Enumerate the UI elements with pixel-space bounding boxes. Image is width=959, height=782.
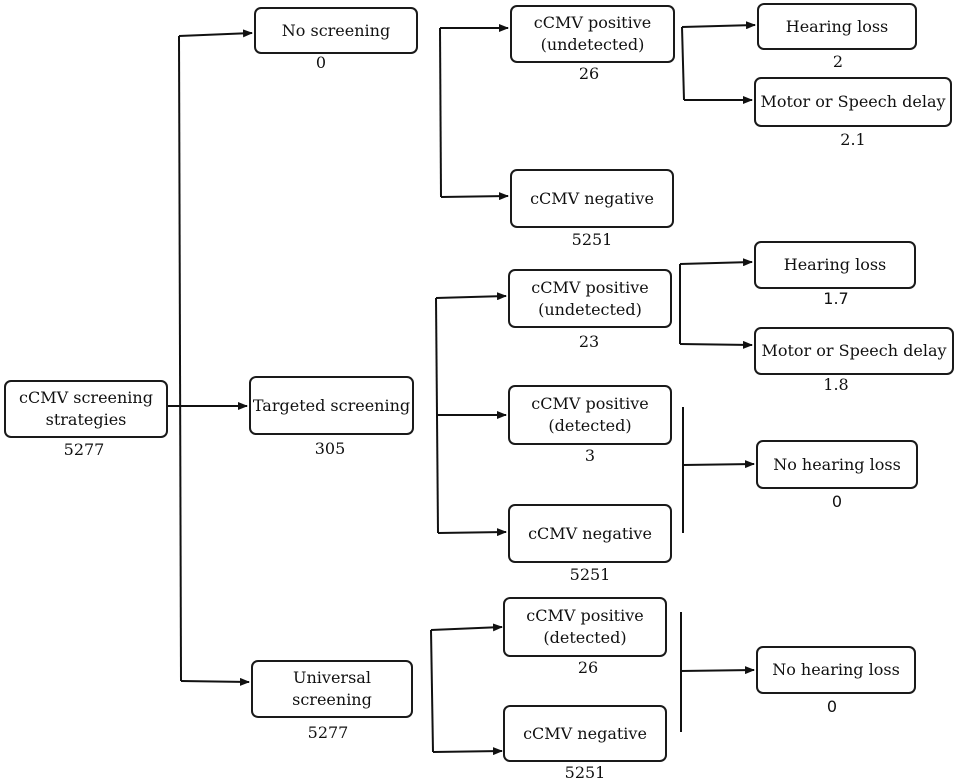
- ns-positive-line-2: (undetected): [540, 35, 645, 54]
- ns-motor-delay-value: 2.1: [840, 130, 866, 149]
- no-screening-node: No screening: [254, 7, 418, 54]
- ns-positive-trunk: [681, 26, 685, 101]
- no-screening-value: 0: [315, 53, 327, 72]
- universal-line-1: Universal: [293, 668, 371, 687]
- t-no-hearing-loss-label: No hearing loss: [773, 454, 901, 474]
- u-pos-det-line-1: cCMV positive: [526, 606, 644, 625]
- t-pos-undet-line-2: (undetected): [538, 299, 642, 319]
- arrow-u-no-hearing: [680, 666, 755, 675]
- arrow-u-pos-det: [430, 623, 503, 632]
- ns-motor-delay-node: Motor or Speech delay: [754, 77, 952, 127]
- ns-hearing-loss-label: Hearing loss: [785, 16, 889, 36]
- t-positive-detected-node: cCMV positive (detected): [508, 385, 672, 445]
- ns-hearing-loss-node: Hearing loss: [757, 3, 917, 50]
- u-positive-detected-node: cCMV positive (detected): [503, 597, 667, 657]
- t-hearing-loss-value: 1.7: [823, 289, 849, 308]
- t-motor-delay-node: Motor or Speech delay: [754, 327, 954, 375]
- universal-screening-node: Universal screening: [251, 660, 413, 718]
- ns-negative-label: cCMV negative: [530, 188, 654, 208]
- ns-positive-value: 26: [578, 64, 600, 83]
- arrow-t-no-hearing: [682, 460, 755, 469]
- t-positive-detected-value: 3: [584, 446, 596, 465]
- no-screening-label: No screening: [281, 20, 391, 40]
- t-pos-det-line-2: (detected): [548, 416, 632, 435]
- arrow-t-negative: [437, 528, 507, 537]
- arrow-to-no-screening: [178, 29, 253, 38]
- u-negative-node: cCMV negative: [503, 705, 667, 762]
- t-hearing-loss-label: Hearing loss: [783, 255, 887, 274]
- u-negative-value: 5251: [564, 763, 606, 782]
- arrow-t-hearing: [679, 258, 753, 267]
- targeted-screening-label: Targeted screening: [252, 395, 411, 415]
- root-value: 5277: [63, 440, 105, 459]
- u-negative-label: cCMV negative: [523, 723, 647, 743]
- root-line-2: strategies: [45, 410, 127, 429]
- ns-positive-node: cCMV positive (undetected): [510, 5, 675, 63]
- arrow-u-negative: [432, 747, 503, 756]
- arrow-ns-hearing: [681, 21, 756, 30]
- arrow-t-motor: [679, 340, 753, 349]
- ns-motor-delay-label: Motor or Speech delay: [760, 92, 946, 111]
- ns-negative-node: cCMV negative: [510, 169, 674, 228]
- u-no-hearing-loss-label: No hearing loss: [772, 660, 900, 679]
- ns-negative-value: 5251: [571, 230, 613, 249]
- t-no-hearing-loss-node: No hearing loss: [756, 440, 918, 489]
- t-positive-undetected-value: 23: [578, 332, 600, 351]
- arrow-ns-negative: [440, 192, 509, 201]
- u-no-hearing-loss-value: 0: [826, 697, 838, 716]
- universal-trunk: [430, 629, 434, 753]
- t-negative-node: cCMV negative: [508, 504, 672, 563]
- u-pos-det-line-2: (detected): [543, 628, 627, 647]
- t-pos-undet-line-1: cCMV positive: [531, 277, 649, 297]
- arrow-t-pos-undet: [435, 292, 507, 301]
- t-no-hearing-loss-value: 0: [831, 492, 843, 511]
- arrow-to-universal: [180, 677, 250, 686]
- t-pos-det-line-1: cCMV positive: [531, 394, 649, 413]
- root-line-1: cCMV screening: [19, 388, 153, 407]
- ns-positive-line-1: cCMV positive: [533, 13, 652, 32]
- universal-line-2: screening: [292, 690, 372, 709]
- t-positive-undetected-node: cCMV positive(undetected): [508, 269, 672, 328]
- targeted-screening-value: 305: [314, 439, 346, 458]
- ns-hearing-loss-value: 2: [832, 52, 844, 71]
- universal-screening-value: 5277: [307, 723, 349, 742]
- targeted-screening-node: Targeted screening: [249, 376, 414, 435]
- u-no-hearing-loss-node: No hearing loss: [756, 646, 916, 694]
- t-hearing-loss-node: Hearing loss: [754, 241, 916, 289]
- t-negative-label: cCMV negative: [528, 523, 652, 543]
- u-positive-detected-value: 26: [577, 658, 599, 677]
- t-motor-delay-value: 1.8: [823, 375, 849, 394]
- t-negative-value: 5251: [569, 565, 611, 584]
- root-node: cCMV screening strategies: [4, 380, 168, 438]
- root-trunk-line: [178, 35, 182, 682]
- t-motor-delay-label: Motor or Speech delay: [761, 341, 947, 360]
- no-screening-trunk: [439, 27, 442, 198]
